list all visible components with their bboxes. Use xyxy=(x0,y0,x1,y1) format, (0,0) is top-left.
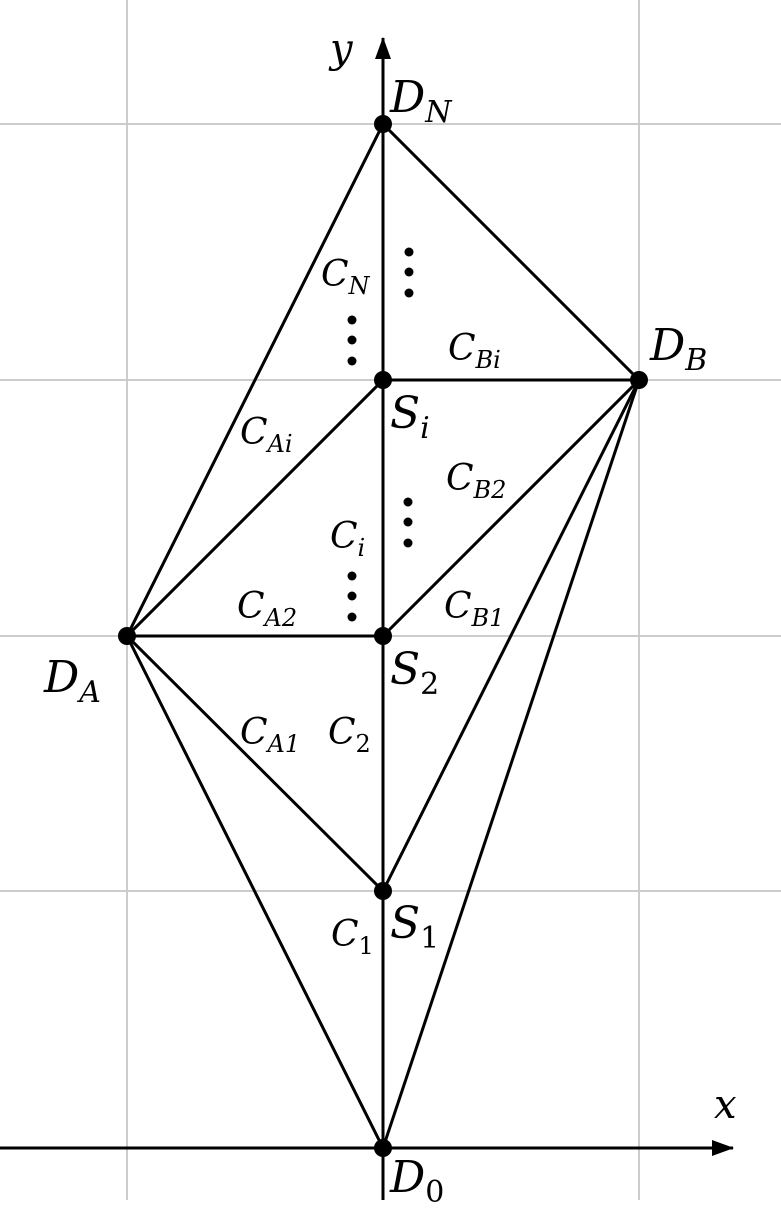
edge-label-CA1: CA1 xyxy=(240,712,300,758)
node-DB-label: DB xyxy=(649,320,707,378)
edges xyxy=(125,122,641,1149)
edge-labels: CN CBi CAi CB2 Ci CA2 CB1 CA1 C2 C1 xyxy=(237,254,506,960)
edge-DN-DA xyxy=(125,123,385,637)
node-DN-point xyxy=(374,115,392,133)
edge-label-C2: C2 xyxy=(328,712,371,758)
edge-label-CB2: CB2 xyxy=(446,458,506,504)
edge-DN-DB xyxy=(381,122,641,382)
vertical-ellipsis xyxy=(347,571,357,622)
edge-label-CBi: CBi xyxy=(448,328,501,374)
node-DA-label: DA xyxy=(43,652,101,710)
edge-S1-DB xyxy=(381,379,641,892)
edge-label-CAi: CAi xyxy=(240,412,293,458)
node-S2-label: S2 xyxy=(390,644,439,702)
edge-label-Ci: Ci xyxy=(330,516,365,562)
node-points xyxy=(118,115,648,1157)
edge-DA-D0 xyxy=(125,635,385,1149)
node-DN-label: DN xyxy=(389,72,453,130)
node-labels: DN DB Si DA S2 S1 D0 xyxy=(43,72,707,1210)
node-Si-label: Si xyxy=(390,388,430,446)
edge-Si-DA xyxy=(125,378,385,638)
node-D0-label: D0 xyxy=(389,1152,444,1210)
node-DA-point xyxy=(118,627,136,645)
ellipsis-marks xyxy=(347,247,414,622)
node-D0-point xyxy=(374,1139,392,1157)
vertical-ellipsis xyxy=(403,497,413,548)
vertical-ellipsis xyxy=(404,247,414,298)
edge-label-CA2: CA2 xyxy=(237,586,297,632)
x-axis-label: x xyxy=(714,1082,737,1128)
node-S2-point xyxy=(374,627,392,645)
node-S1-label: S1 xyxy=(390,898,439,956)
edge-S2-DB xyxy=(381,378,641,638)
edge-DA-S1 xyxy=(125,634,385,893)
vertical-ellipsis xyxy=(347,315,357,366)
edge-label-CN: CN xyxy=(321,254,371,300)
edge-D0-DB xyxy=(381,379,641,1149)
edge-label-C1: C1 xyxy=(331,914,374,960)
edge-label-CB1: CB1 xyxy=(444,586,504,632)
node-Si-point xyxy=(374,371,392,389)
node-DB-point xyxy=(630,371,648,389)
node-S1-point xyxy=(374,882,392,900)
y-axis-label: y xyxy=(328,26,354,72)
